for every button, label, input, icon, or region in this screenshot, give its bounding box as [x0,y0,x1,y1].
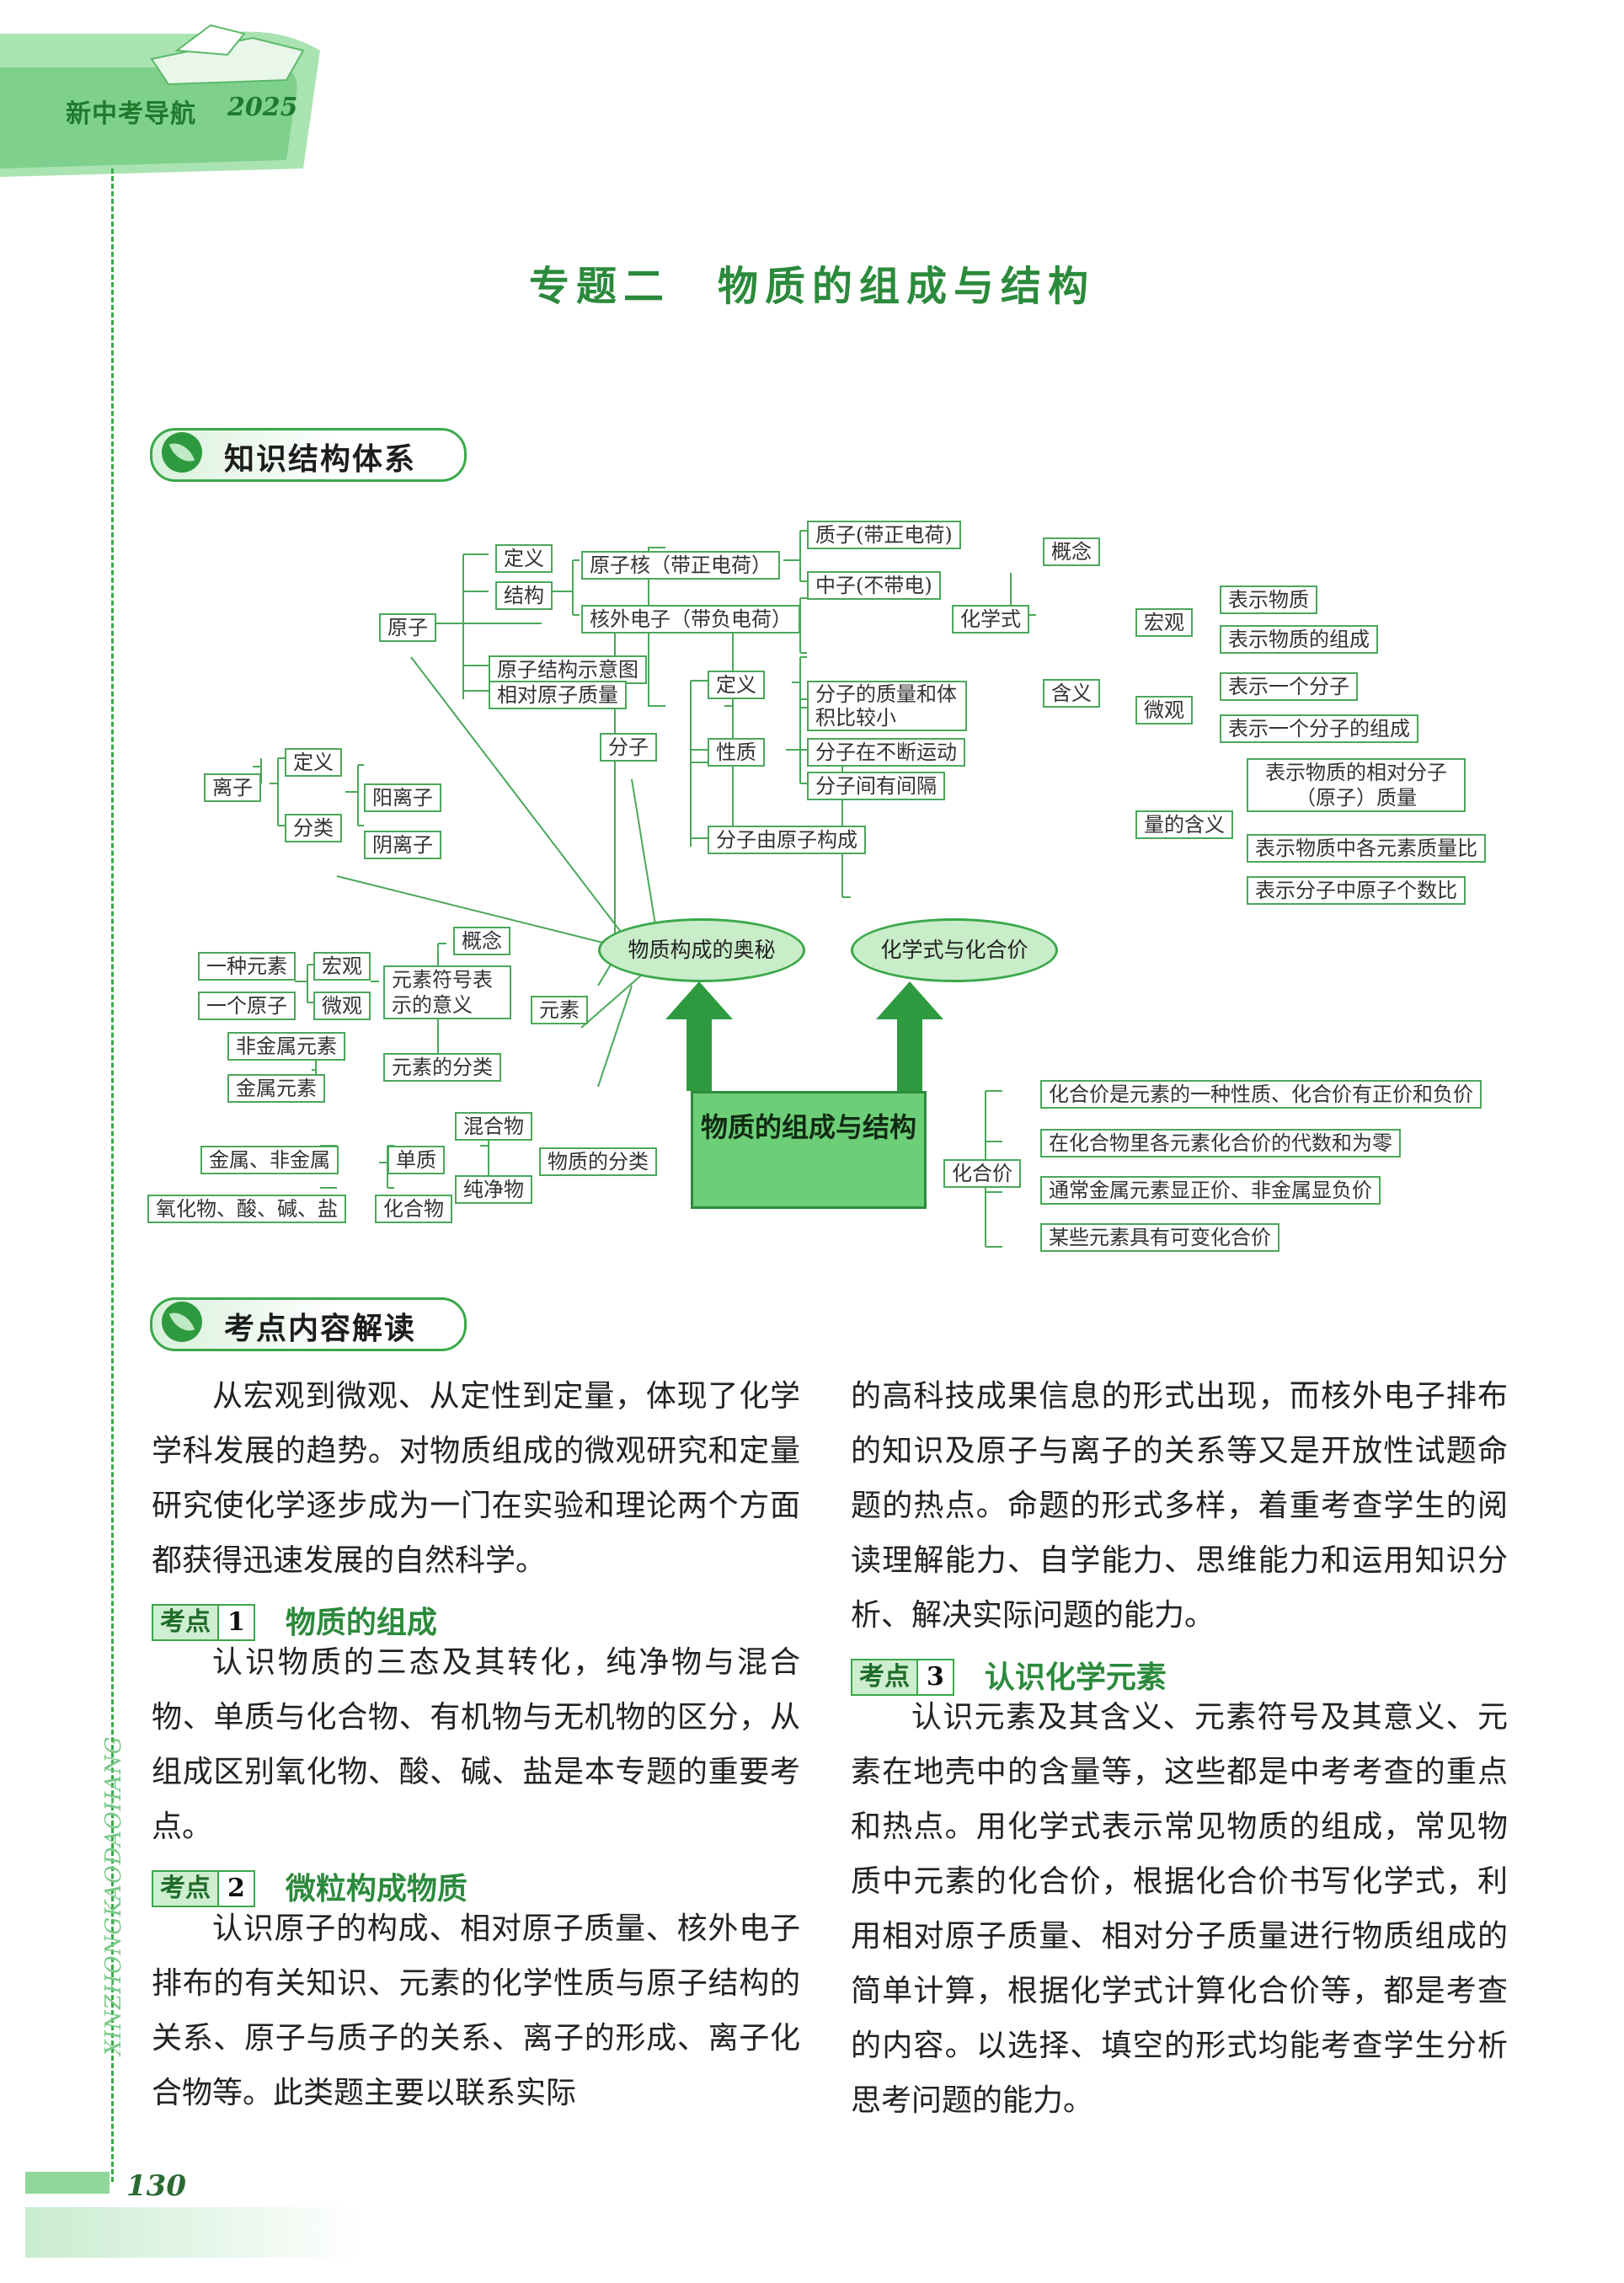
nonmetal-element-box: 非金属元素 [227,1032,345,1061]
formula-micro-2: 表示一个分子的组成 [1220,714,1418,743]
continued-paragraph: 的高科技成果信息的形式出现，而核外电子排布的知识及原子与离子的关系等又是开放性试… [851,1369,1508,1643]
proton-box: 质子(带正电荷) [807,521,961,549]
molecule-property-box: 性质 [708,738,765,767]
arrow-up-right-icon [876,981,943,1091]
cation-box: 阳离子 [364,783,441,812]
header-ribbon [0,0,362,177]
valence-point-4: 某些元素具有可变化合价 [1040,1223,1279,1252]
molecule-property-1: 分子的质量和体积比较小 [807,681,967,731]
anion-box: 阴离子 [364,831,441,859]
simple-items-box: 金属、非金属 [200,1146,339,1174]
molecule-box: 分子 [600,733,657,762]
intro-paragraph: 从宏观到微观、从定性到定量，体现了化学学科发展的趋势。对物质组成的微观研究和定量… [152,1369,800,1588]
formula-macro-2: 表示物质的组成 [1220,625,1378,654]
formula-macro-1: 表示物质 [1220,585,1317,614]
ion-class-box: 分类 [285,814,342,842]
side-vertical-text: XINZHONGKAODAOHANG [93,1685,126,2072]
atom-diagram-box: 原子结构示意图 [489,655,647,684]
formula-meaning-box: 含义 [1043,679,1100,708]
formula-micro-box: 微观 [1135,696,1193,724]
atom-definition-box: 定义 [495,544,553,573]
neutron-box: 中子(不带电) [807,571,941,600]
element-symbol-meaning-box: 元素符号表示的意义 [383,965,511,1019]
formula-box: 化学式 [952,605,1029,634]
section-header-knowledge: 知识结构体系 [150,428,470,480]
oval-matter-secret: 物质构成的奥秘 [598,918,805,982]
matter-class-box: 物质的分类 [539,1147,657,1176]
exam-point-tag: 考点 [152,1604,219,1641]
knowledge-mindmap: 定义 结构 原子核（带正电荷） 质子(带正电荷) 中子(不带电) 核外电子（带负… [126,505,1541,1264]
compound-items-box: 氧化物、酸、碱、盐 [147,1195,346,1223]
formula-quantity-box: 量的含义 [1135,810,1233,839]
exam-point-3-text: 认识元素及其含义、元素符号及其意义、元素在地壳中的含量等，这些都是中考考查的重点… [851,1690,1508,2128]
leaf-icon [162,432,202,473]
oval-formula-valence: 化学式与化合价 [851,918,1058,982]
exam-point-2-text: 认识原子的构成、相对原子质量、核外电子排布的有关知识、元素的化学性质与原子结构的… [152,1901,800,2120]
element-concept-box: 概念 [453,927,510,955]
mixture-box: 混合物 [455,1112,532,1141]
nucleus-box: 原子核（带正电荷） [581,551,780,580]
valence-point-3: 通常金属元素显正价、非金属显负价 [1040,1176,1381,1205]
element-box: 元素 [531,996,588,1024]
section-header-exam-points: 考点内容解读 [150,1297,470,1350]
leaf-icon [162,1302,202,1342]
molecule-property-3: 分子间有间隔 [807,772,945,800]
exam-point-tag: 考点 [152,1870,219,1907]
electron-box: 核外电子（带负电荷） [581,605,800,634]
footer-gradient [25,2207,362,2258]
center-topic-box: 物质的组成与结构 [691,1091,927,1209]
element-class-box: 元素的分类 [383,1053,501,1082]
metal-element-box: 金属元素 [227,1074,325,1103]
molecule-definition-box: 定义 [708,671,765,699]
section-title: 知识结构体系 [224,435,416,479]
footer-green-bar [25,2172,110,2194]
exam-point-1-text: 认识物质的三态及其转化，纯净物与混合物、单质与化合物、有机物与无机物的区分，从组… [152,1635,800,1854]
ion-definition-box: 定义 [285,748,342,777]
simple-substance-box: 单质 [387,1146,445,1174]
page-title: 专题二 物质的组成与结构 [0,253,1624,312]
valence-box: 化合价 [943,1159,1021,1188]
atom-structure-box: 结构 [495,581,553,610]
arrow-up-left-icon [665,981,733,1091]
compound-box: 化合物 [375,1195,452,1223]
formula-quantity-3: 表示分子中原子个数比 [1247,876,1466,905]
molecule-property-2: 分子在不断运动 [807,738,965,767]
valence-point-2: 在化合物里各元素化合价的代数和为零 [1040,1129,1401,1158]
valence-point-1: 化合价是元素的一种性质、化合价有正价和负价 [1040,1080,1482,1109]
atom-box: 原子 [379,613,436,642]
pure-substance-box: 纯净物 [455,1175,532,1204]
formula-quantity-1: 表示物质的相对分子（原子）质量 [1247,758,1466,812]
ion-box: 离子 [204,773,261,802]
brand-year: 2025 [227,93,298,122]
one-element-box: 一种元素 [198,952,296,981]
molecule-made-of-atoms-box: 分子由原子构成 [708,826,866,854]
brand-name: 新中考导航 [66,93,196,130]
formula-macro-box: 宏观 [1135,608,1193,637]
exam-point-tag: 考点 [851,1659,918,1696]
section-title: 考点内容解读 [224,1304,416,1348]
element-micro-box: 微观 [313,992,371,1020]
left-column: 从宏观到微观、从定性到定量，体现了化学学科发展的趋势。对物质组成的微观研究和定量… [152,1369,800,2120]
relative-atomic-mass-box: 相对原子质量 [489,681,627,709]
right-column: 的高科技成果信息的形式出现，而核外电子排布的知识及原子与离子的关系等又是开放性试… [851,1369,1508,2128]
page-number: 130 [126,2169,186,2203]
formula-concept-box: 概念 [1043,537,1100,566]
one-atom-box: 一个原子 [198,992,296,1020]
element-macro-box: 宏观 [313,952,371,981]
formula-quantity-2: 表示物质中各元素质量比 [1247,834,1486,863]
formula-micro-1: 表示一个分子 [1220,672,1358,701]
